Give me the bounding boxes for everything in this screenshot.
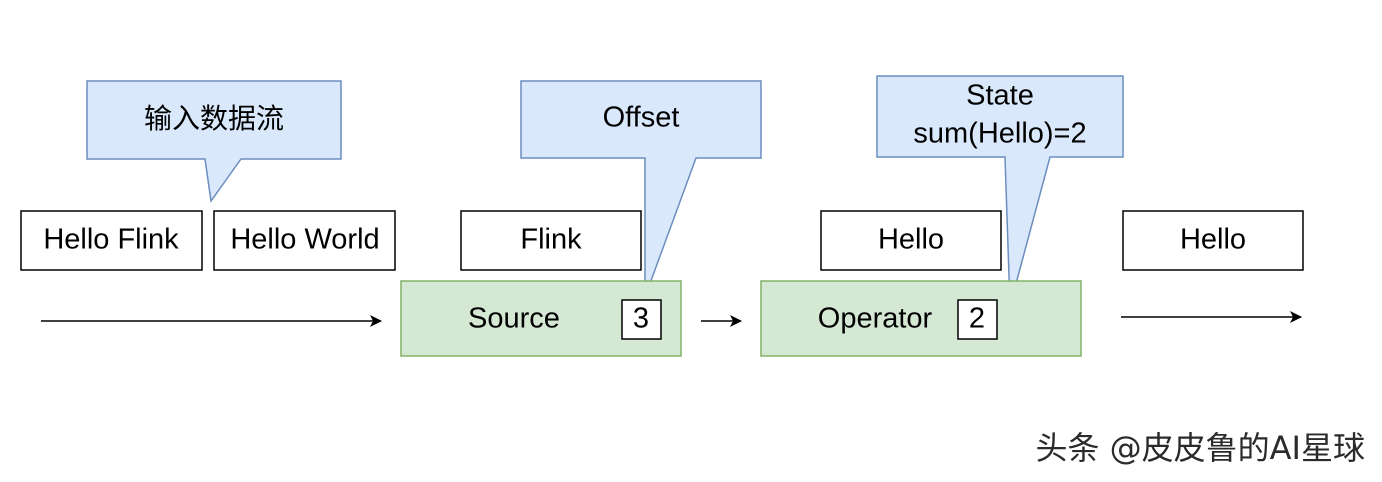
watermark: 头条 @皮皮鲁的AI星球 xyxy=(1035,429,1365,467)
record-hello-world: Hello World xyxy=(213,210,396,271)
offset-callout: Offset xyxy=(520,80,762,298)
record-hello-out: Hello xyxy=(1122,210,1304,271)
source-operator: Source 3 xyxy=(400,280,682,357)
offset-label: Offset xyxy=(603,102,680,134)
input-stream-callout: 输入数据流 xyxy=(86,80,342,203)
stateful-operator: Operator 2 xyxy=(760,280,1082,357)
operator-label: Operator xyxy=(818,303,933,335)
operator-state-counter: 2 xyxy=(969,303,985,335)
record-label: Hello xyxy=(1180,224,1246,256)
source-offset-counter: 3 xyxy=(633,303,649,335)
state-label: State xyxy=(966,80,1034,112)
source-label: Source xyxy=(468,303,560,335)
operator-state-counter-box xyxy=(957,299,998,340)
source-offset-counter-box xyxy=(621,299,662,340)
record-hello-mid: Hello xyxy=(820,210,1002,271)
record-label: Hello World xyxy=(230,224,379,256)
record-label: Hello Flink xyxy=(43,224,179,256)
state-sum-label: sum(Hello)=2 xyxy=(913,118,1086,150)
record-label: Flink xyxy=(520,224,582,256)
input-stream-label: 输入数据流 xyxy=(144,102,284,135)
record-flink: Flink xyxy=(460,210,642,271)
record-hello-flink: Hello Flink xyxy=(20,210,203,271)
record-label: Hello xyxy=(878,224,944,256)
state-callout: State sum(Hello)=2 xyxy=(876,75,1124,307)
